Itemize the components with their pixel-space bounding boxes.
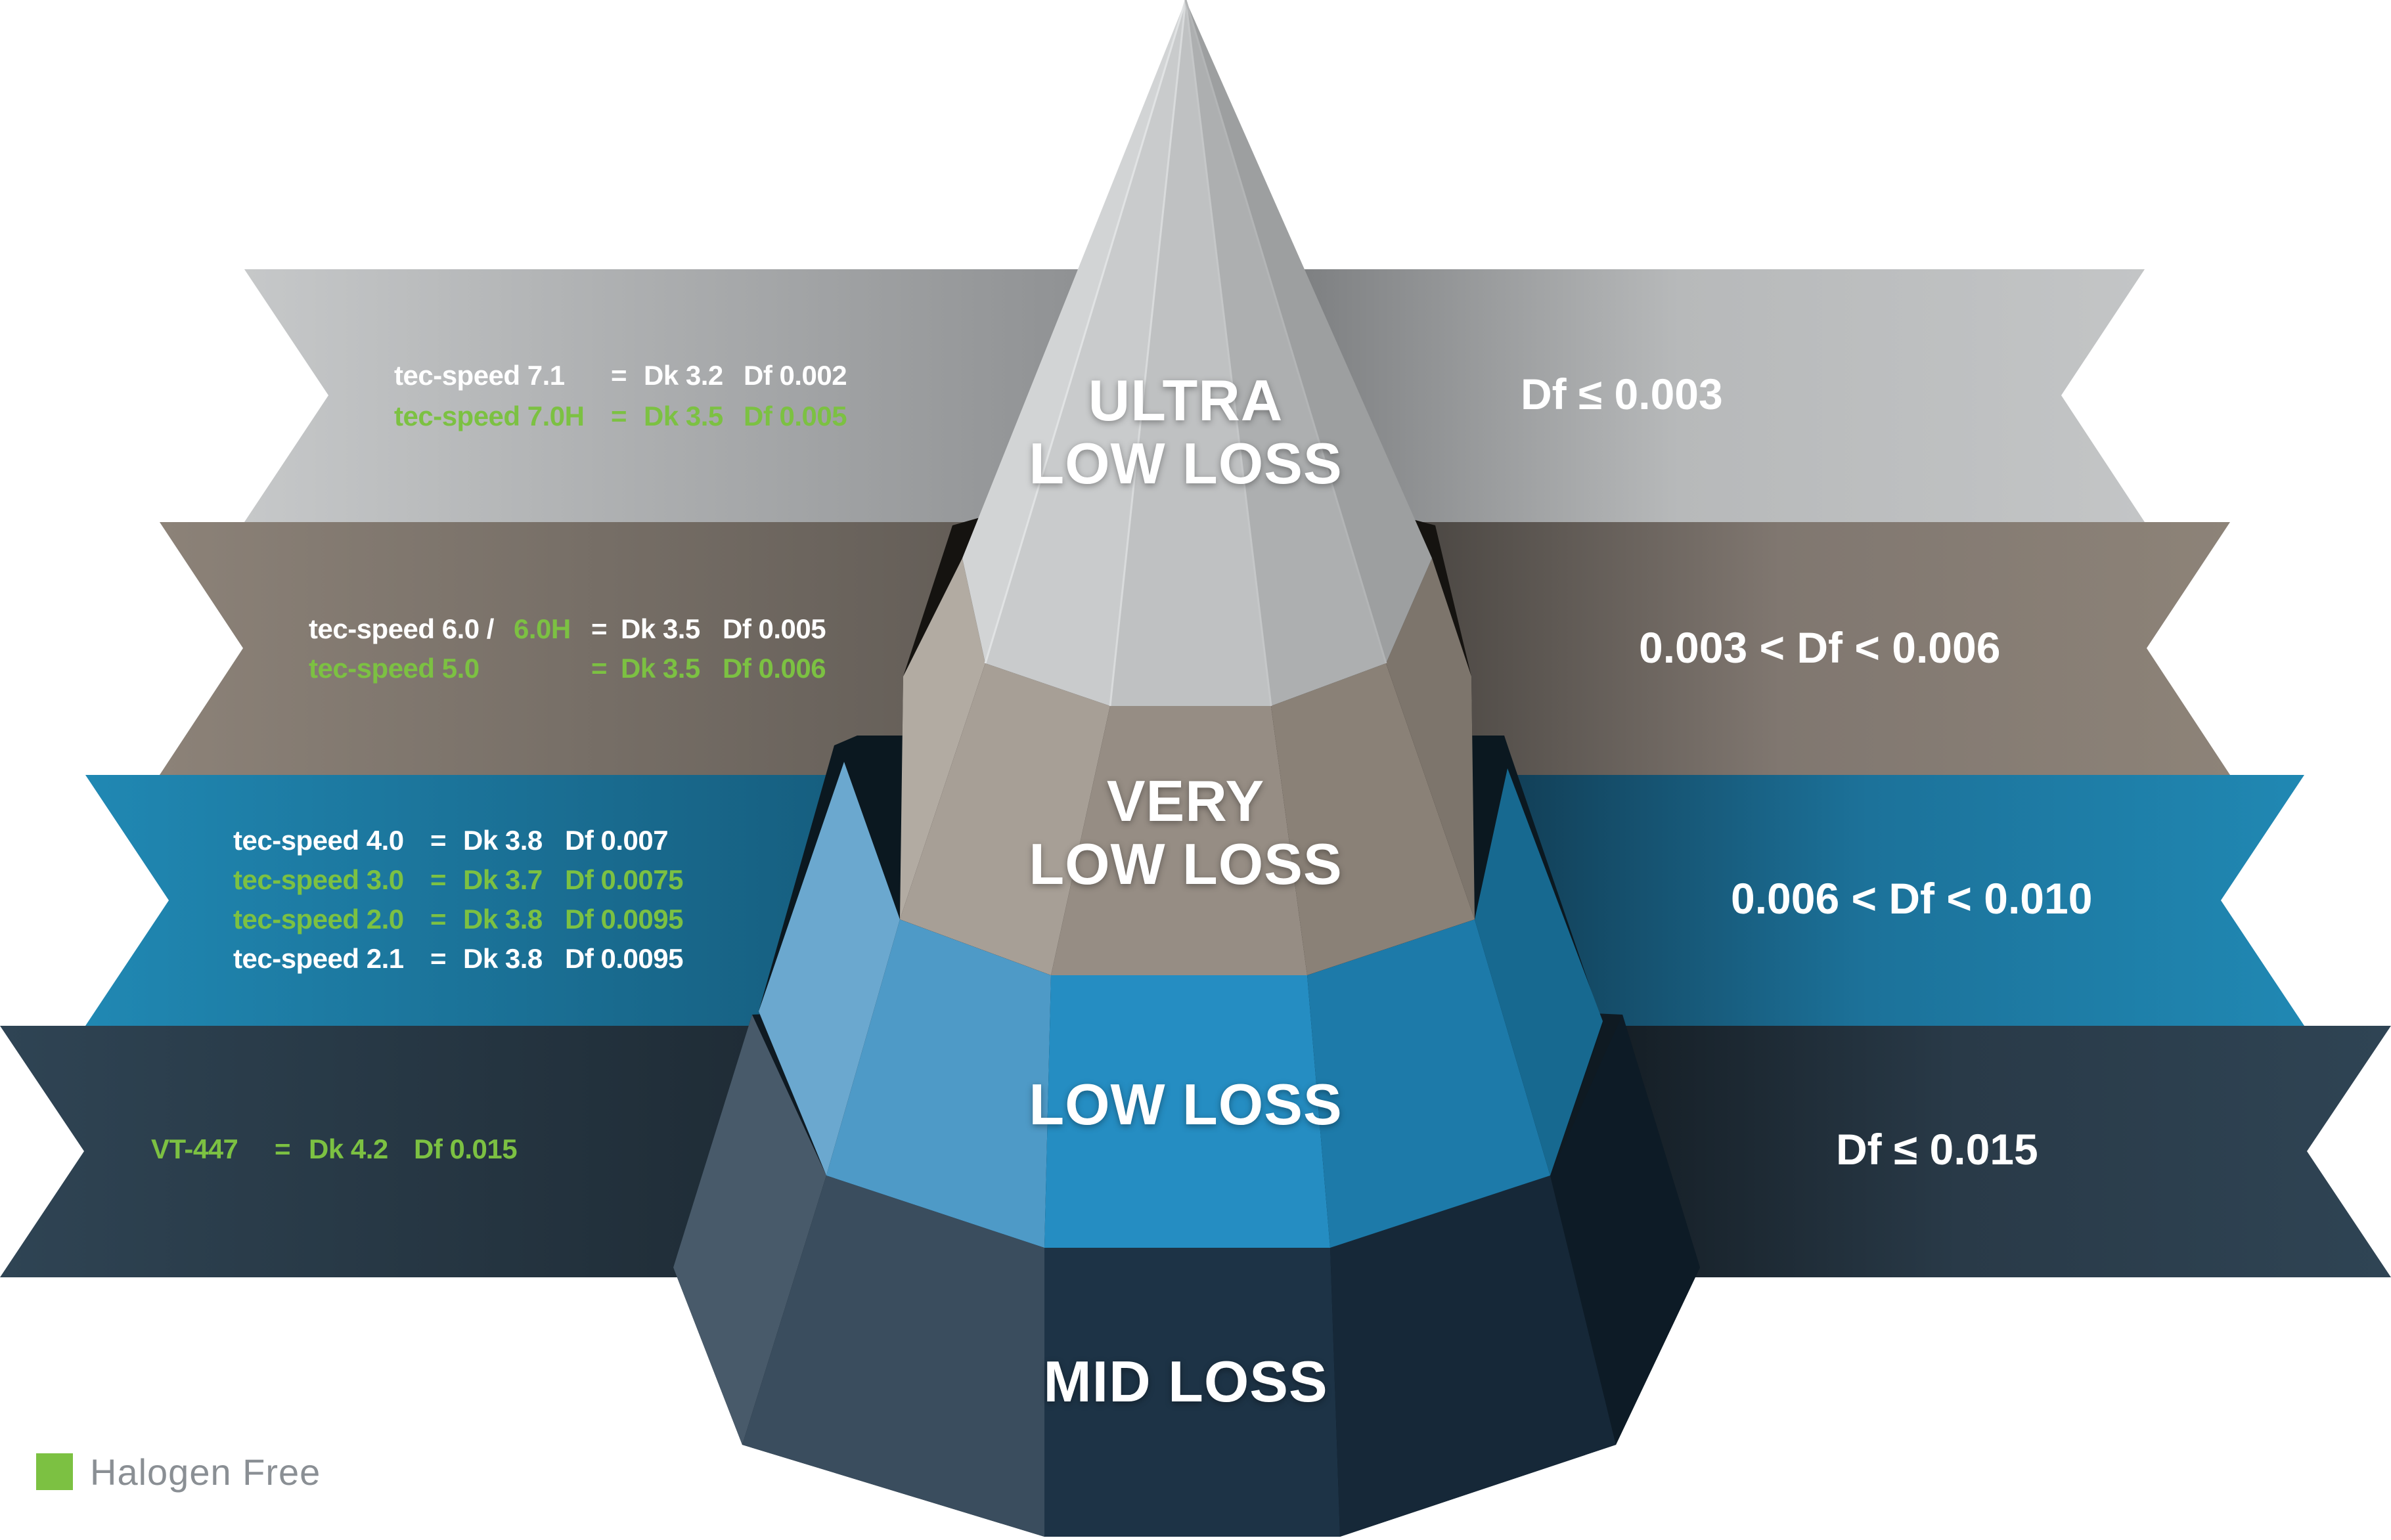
product-name: tec-speed 5.0 (309, 653, 480, 684)
product-name: tec-speed 6.0 / (309, 613, 494, 644)
equals-sign: = (430, 904, 447, 935)
df-range-mid: Df ≤ 0.015 (1836, 1125, 2038, 1174)
product-name: tec-speed 7.1 (394, 360, 565, 391)
band-mid-left (0, 1026, 755, 1277)
product-df: Df 0.0095 (565, 904, 683, 935)
band-mid-right (1603, 1026, 2391, 1277)
equals-sign: = (275, 1133, 291, 1164)
df-range-ultra: Df ≤ 0.003 (1521, 370, 1723, 418)
equals-sign: = (430, 943, 447, 974)
product-row: tec-speed 5.0 = Dk 3.5 Df 0.006 (309, 653, 826, 810)
equals-sign: = (591, 613, 608, 644)
product-dk: Dk 3.5 (621, 613, 700, 644)
equals-sign: = (611, 401, 627, 431)
product-dk: Dk 3.5 (644, 401, 723, 431)
product-df: Df 0.002 (744, 360, 847, 391)
product-dk: Dk 3.8 (463, 825, 543, 856)
tier-title-low: LOW LOSS (1029, 1072, 1343, 1137)
product-df: Df 0.005 (744, 401, 847, 431)
product-dk: Dk 3.8 (463, 904, 543, 935)
product-row: tec-speed 6.0 / 6.0H = Dk 3.5 Df 0.005 (309, 613, 826, 803)
product-df: Df 0.005 (723, 613, 826, 644)
equals-sign: = (430, 864, 447, 895)
tier-title-mid: MID LOSS (1043, 1349, 1328, 1414)
tier-title-ultra: ULTRA LOW LOSS (1029, 368, 1343, 496)
product-df: Df 0.0095 (565, 943, 683, 974)
product-dk: Dk 3.5 (621, 653, 700, 684)
band-ultra-left (244, 269, 1090, 522)
band-very-right (1412, 522, 2230, 775)
halogen-free-swatch (36, 1453, 73, 1490)
product-row: tec-speed 7.0H = Dk 3.5 Df 0.005 (394, 401, 847, 558)
product-name-halogen-free: 6.0H (514, 613, 571, 644)
product-row: VT-447 = Dk 4.2 Df 0.015 (151, 1133, 518, 1291)
product-dk: Dk 3.8 (463, 943, 543, 974)
band-ultra-right (1297, 269, 2145, 522)
band-low-left (85, 775, 913, 1026)
product-row: tec-speed 3.0 = Dk 3.7 Df 0.0075 (233, 864, 683, 1022)
band-low-right (1511, 775, 2304, 1026)
legend-label: Halogen Free (90, 1451, 321, 1493)
product-name: tec-speed 2.1 (233, 943, 404, 974)
product-df: Df 0.007 (565, 825, 669, 856)
product-dk: Dk 3.7 (463, 864, 543, 895)
equals-sign: = (611, 360, 627, 391)
product-row: tec-speed 2.1 = Dk 3.8 Df 0.0095 (233, 943, 683, 1101)
product-df: Df 0.006 (723, 653, 826, 684)
product-name: tec-speed 7.0H (394, 401, 585, 431)
band-very-left (160, 522, 1025, 775)
df-range-very: 0.003 < Df < 0.006 (1639, 623, 2001, 672)
product-name: tec-speed 2.0 (233, 904, 404, 935)
product-name: tec-speed 3.0 (233, 864, 404, 895)
product-row: tec-speed 4.0 = Dk 3.8 Df 0.007 (233, 825, 669, 982)
product-df: Df 0.015 (414, 1133, 518, 1164)
product-dk: Dk 3.2 (644, 360, 723, 391)
df-range-low: 0.006 < Df < 0.010 (1731, 874, 2093, 923)
equals-sign: = (591, 653, 608, 684)
product-dk: Dk 4.2 (309, 1133, 388, 1164)
product-name: tec-speed 4.0 (233, 825, 404, 856)
pyramid-tier-ultra (962, 0, 1432, 707)
product-row: tec-speed 7.1 = Dk 3.2 Df 0.002 (394, 360, 847, 517)
product-df: Df 0.0075 (565, 864, 683, 895)
product-name: VT-447 (151, 1133, 238, 1164)
product-row: tec-speed 2.0 = Dk 3.8 Df 0.0095 (233, 904, 683, 1061)
tier-title-very: VERY LOW LOSS (1029, 768, 1343, 896)
legend: Halogen Free (36, 1451, 321, 1493)
equals-sign: = (430, 825, 447, 856)
